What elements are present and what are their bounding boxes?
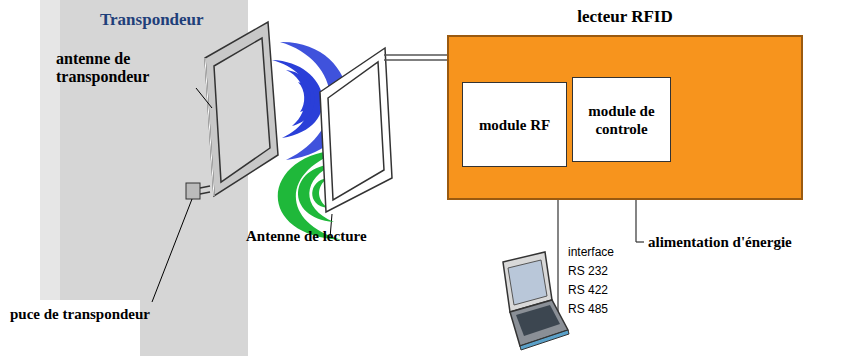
signal-label: RS 422 xyxy=(568,284,608,298)
box-heading: lecteur RFID xyxy=(449,7,801,27)
box-text: module RF xyxy=(479,116,550,134)
reader-box: lecteur RFIDmodule RFmodule de controle xyxy=(447,35,803,200)
box-text: module de controle xyxy=(577,102,666,138)
module-box: module de controle xyxy=(572,77,671,162)
antenna-cable xyxy=(384,54,448,56)
module-box: module RF xyxy=(462,82,567,167)
signal-label: RS 485 xyxy=(568,303,608,317)
part-label: antenne de transpondeur xyxy=(56,50,174,87)
leader-line xyxy=(152,199,192,302)
laptop-icon xyxy=(503,252,569,350)
signal-label: interface xyxy=(568,246,614,260)
reading-antenna xyxy=(320,48,392,212)
power-line xyxy=(636,241,644,242)
part-label: alimentation d'énergie xyxy=(648,234,792,251)
transponder-antenna xyxy=(205,22,278,196)
section-title: Transpondeur xyxy=(100,10,204,30)
part-label: puce de transpondeur xyxy=(10,306,150,323)
signal-label: RS 232 xyxy=(568,265,608,279)
leader-line xyxy=(196,88,212,108)
part-label: Antenne de lecture xyxy=(246,228,367,245)
power-line xyxy=(635,200,636,242)
antenna-cable xyxy=(384,59,448,61)
background-shade xyxy=(40,0,60,300)
transponder-chip xyxy=(186,183,210,199)
